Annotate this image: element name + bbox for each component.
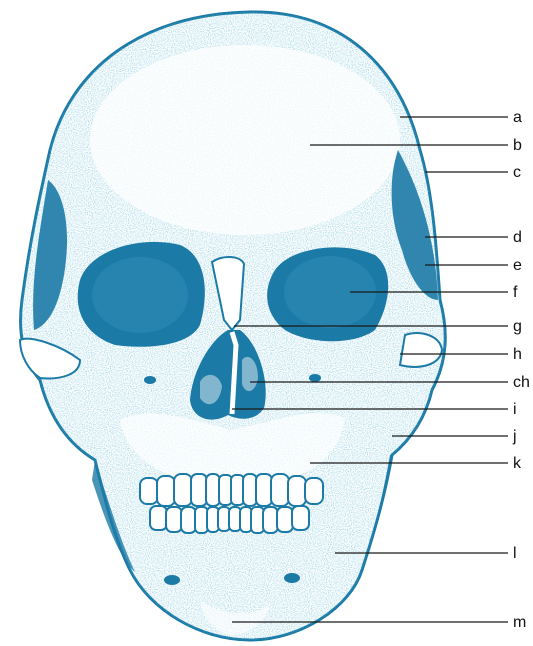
tooth [140,478,158,504]
tooth [263,507,278,533]
label-b: b [513,137,522,154]
label-ch: ch [513,374,530,391]
left-orbit-texture [92,257,188,333]
label-h: h [513,346,522,363]
teeth [140,474,323,533]
label-l: l [513,545,517,562]
label-i: i [513,401,517,418]
label-e: e [513,257,522,274]
tooth [181,507,196,533]
label-a: a [513,109,522,126]
tooth [277,507,293,532]
infraorbital-foramen-left [144,376,156,384]
tooth [256,474,272,506]
tooth [243,474,257,506]
tooth [206,474,220,506]
labels: a b c d e f g h ch i j k l m [512,109,530,631]
label-c: c [513,164,521,181]
tooth [166,507,182,532]
label-f: f [513,284,518,301]
mental-foramen-left [164,575,180,585]
tooth [157,476,175,506]
tooth [271,474,289,506]
label-d: d [513,229,522,246]
frontal-highlight [90,45,400,235]
tooth [305,478,323,504]
zygomatic-right [400,333,442,367]
mental-foramen-right [284,573,300,583]
label-m: m [513,614,526,631]
label-j: j [512,428,517,445]
tooth [191,474,207,506]
infraorbital-foramen-right [309,374,321,382]
tooth [150,506,167,530]
tooth [288,476,306,506]
label-k: k [513,455,522,472]
tooth [174,474,192,506]
tooth [292,506,309,530]
label-g: g [513,318,522,335]
